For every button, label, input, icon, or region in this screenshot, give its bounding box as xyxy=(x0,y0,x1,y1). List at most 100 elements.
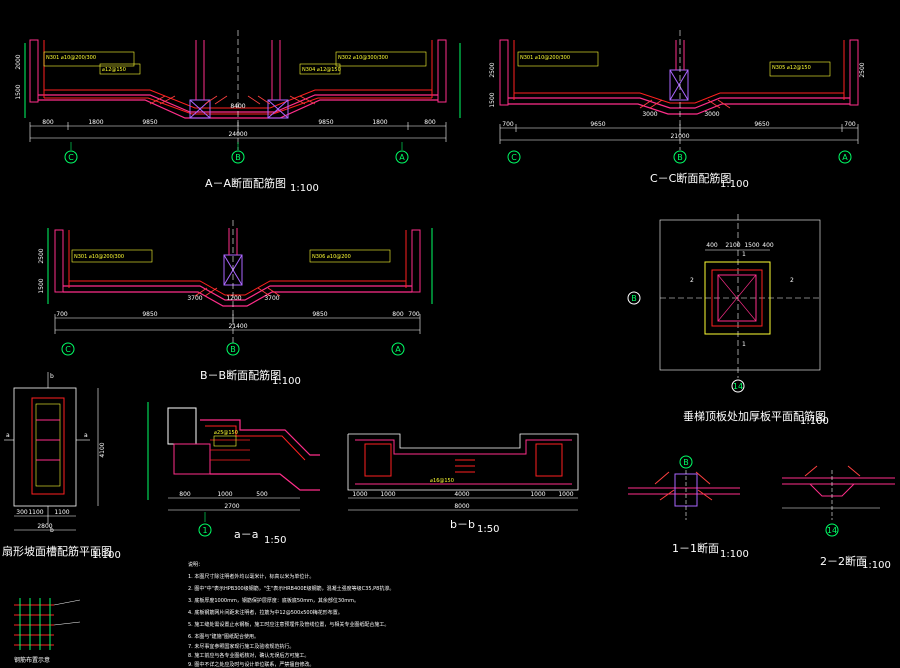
axis-bubble: B xyxy=(230,345,236,354)
dimension-text: 1000 xyxy=(217,491,232,498)
section-title: 2－2断面 xyxy=(820,554,867,568)
dimension-text: 8400 xyxy=(230,103,245,110)
dimension-text: 400 xyxy=(706,242,718,249)
section-scale: 1:100 xyxy=(862,560,891,571)
dimension-text: 4000 xyxy=(454,491,469,498)
dimension-text: 700 xyxy=(844,121,856,128)
rebar-label: ⌀16@150 xyxy=(430,478,454,484)
section-scale: 1:50 xyxy=(264,535,286,546)
dimension-text: 2700 xyxy=(224,503,239,510)
axis-bubble: B xyxy=(677,153,683,162)
dimension-text: 2800 xyxy=(37,523,52,530)
dimension-text: 8000 xyxy=(454,503,469,510)
section-mark: a xyxy=(6,432,10,439)
axis-bubble: B xyxy=(235,153,241,162)
height-text: 1500 xyxy=(489,92,496,107)
height-text: 2500 xyxy=(489,62,496,77)
height-text: 2500 xyxy=(38,248,45,263)
section-mark: b xyxy=(50,373,54,380)
dimension-text: 400 xyxy=(762,242,774,249)
axis-bubble: 1 xyxy=(202,526,207,535)
axis-bubble: B xyxy=(631,294,637,303)
section-title: b－b xyxy=(450,518,475,531)
rebar-label: N305 ⌀12@150 xyxy=(772,65,811,71)
height-text: 2000 xyxy=(15,54,22,69)
section-title: A－A断面配筋图 xyxy=(205,176,286,190)
dimension-text: 1100 xyxy=(28,509,43,516)
dimension-text: 3700 xyxy=(264,295,279,302)
notes-heading: 说明： xyxy=(188,561,203,568)
note-line: 7. 未尽事宜参照国家现行施工及验收规范执行。 xyxy=(188,643,294,650)
rebar-layout-legend xyxy=(14,598,81,650)
note-line: 8. 施工前应与各专业图纸核对，确认无误后方可施工。 xyxy=(188,652,309,659)
rebar-label: ⌀12@150 xyxy=(102,67,126,73)
section-scale: 1:50 xyxy=(477,524,499,535)
section-scale: 1:100 xyxy=(272,376,301,387)
legend-title: 钢筋布置示意 xyxy=(14,656,50,664)
note-line: 5. 施工缝处需设置止水钢板，施工时应注意预埋件及管线位置，与相关专业图纸配合施… xyxy=(188,621,389,628)
dimension-text: 1000 xyxy=(352,491,367,498)
left-slope-plan xyxy=(4,372,99,531)
dimension-text: 3000 xyxy=(704,111,719,118)
height-text: 4100 xyxy=(99,442,106,457)
height-text: 1500 xyxy=(38,278,45,293)
section-mark: 2 xyxy=(790,277,794,284)
section-scale: 1:100 xyxy=(290,183,319,194)
section-scale: 1:100 xyxy=(720,549,749,560)
dimension-text: 1000 xyxy=(558,491,573,498)
detail-b-b xyxy=(347,433,579,511)
section-mark: 1 xyxy=(742,341,746,348)
section-1-1 xyxy=(628,455,740,520)
section-b-b xyxy=(47,220,433,356)
dimension-text: 1500 xyxy=(744,242,759,249)
axis-bubble: B xyxy=(683,458,689,467)
rebar-label: N301 ⌀10@200/300 xyxy=(74,254,124,260)
axis-bubble: C xyxy=(511,153,517,162)
note-line: 6. 本图与"建施"图纸配合使用。 xyxy=(188,633,259,640)
note-line: 2. 图中"中"表示HPB300级钢筋，"生"表示HRB400E级钢筋，混凝土强… xyxy=(188,585,394,592)
section-title: 1－1断面 xyxy=(672,541,719,555)
axis-bubble: C xyxy=(68,153,74,162)
dimension-text: 24000 xyxy=(228,131,247,138)
section-2-2 xyxy=(782,465,895,537)
axis-bubble: A xyxy=(395,345,401,354)
axis-bubble: 14 xyxy=(733,382,743,391)
height-text: 2500 xyxy=(859,62,866,77)
note-line: 4. 底板钢筋网片间距未注明者，拉筋为中12@500x500梅花形布置。 xyxy=(188,609,343,616)
section-title: a－a xyxy=(234,528,258,541)
dimension-text: 9650 xyxy=(590,121,605,128)
axis-bubble: A xyxy=(399,153,405,162)
section-mark: b xyxy=(50,527,54,534)
note-line: 3. 底板厚度1000mm，钢筋保护层厚度：底板底50mm，其余部位30mm。 xyxy=(188,597,359,604)
section-title: 扇形坡面槽配筋平面图 xyxy=(2,544,112,558)
rebar-label: N302 ⌀10@300/300 xyxy=(338,55,388,61)
dimension-text: 21000 xyxy=(670,133,689,140)
rebar-label: N301 ⌀10@200/300 xyxy=(520,55,570,61)
dimension-text: 1200 xyxy=(226,295,241,302)
dimension-text: 800 xyxy=(179,491,191,498)
dimension-text: 800 xyxy=(42,119,54,126)
elevator-thickened-slab-plan xyxy=(627,214,821,393)
dimension-text: 9850 xyxy=(142,311,157,318)
dimension-text: 700 xyxy=(56,311,68,318)
dimension-text: 1100 xyxy=(54,509,69,516)
note-line: 1. 本图尺寸除注明者外均以毫米计，标高以米为单位计。 xyxy=(188,573,314,580)
section-mark: 1 xyxy=(742,251,746,258)
section-title: 垂梯顶板处加厚板平面配筋图 xyxy=(683,409,826,423)
axis-bubble: 14 xyxy=(827,526,837,535)
dimension-text: 300 xyxy=(16,509,28,516)
section-title: B－B断面配筋图 xyxy=(200,368,281,382)
dimension-text: 500 xyxy=(256,491,268,498)
section-scale: 1:100 xyxy=(800,416,829,427)
dimension-text: 9850 xyxy=(142,119,157,126)
dimension-text: 800 xyxy=(424,119,436,126)
dimension-text: 1800 xyxy=(88,119,103,126)
height-text: 1500 xyxy=(15,84,22,99)
dimension-text: 1000 xyxy=(380,491,395,498)
rebar-label: ⌀25@150 xyxy=(214,430,238,436)
section-mark: 2 xyxy=(690,277,694,284)
dimension-text: 9850 xyxy=(318,119,333,126)
axis-bubble: C xyxy=(65,345,71,354)
dimension-text: 1800 xyxy=(372,119,387,126)
